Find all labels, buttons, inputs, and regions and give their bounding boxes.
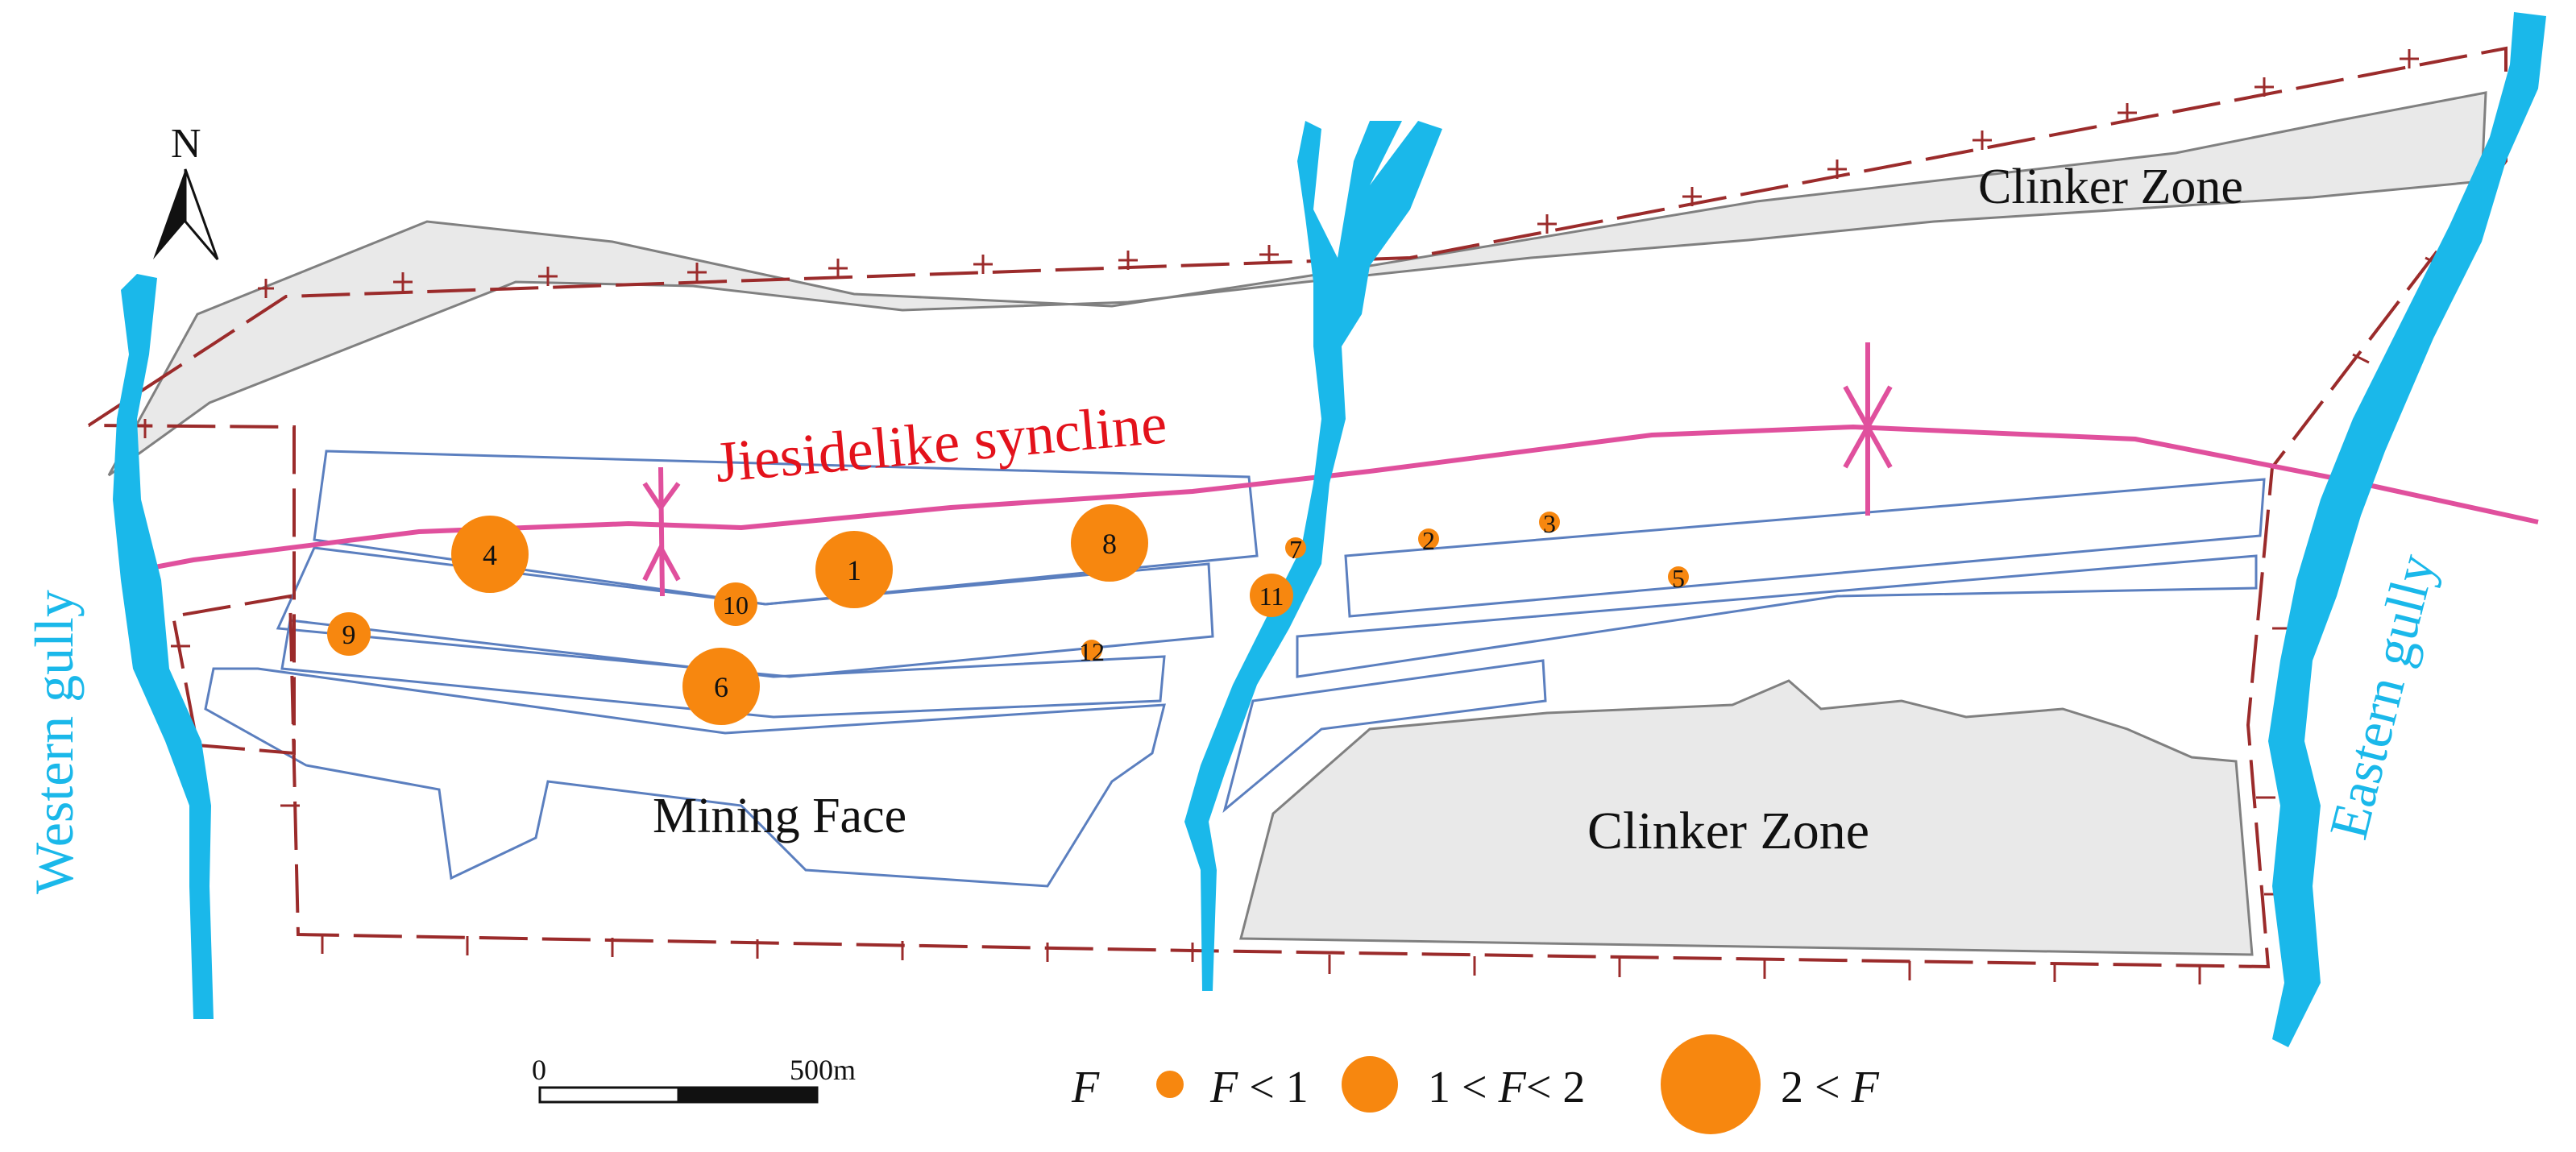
- clinker-zone-north-label: Clinker Zone: [1978, 160, 2243, 214]
- mining-face-outlines: [204, 450, 2266, 888]
- point-marker: 8: [1071, 504, 1148, 582]
- legend-symbol-large: [1661, 1034, 1761, 1134]
- point-marker: 4: [451, 516, 529, 593]
- point-label: 9: [342, 620, 356, 650]
- legend: F F < 1 1 < F< 2 2 < F: [1071, 1034, 1880, 1134]
- north-label: N: [171, 121, 201, 167]
- north-arrow-icon: [153, 169, 185, 259]
- legend-symbol-medium: [1342, 1056, 1398, 1113]
- scale-end-label: 500m: [790, 1054, 856, 1086]
- point-marker: 11: [1250, 574, 1293, 617]
- point-marker: 10: [714, 582, 757, 626]
- point-marker: 12: [1079, 637, 1105, 666]
- syncline-axis: [120, 342, 2539, 597]
- legend-item-large: 2 < F: [1781, 1063, 1880, 1113]
- clinker-zone-north-area: [107, 91, 2487, 477]
- point-label: 3: [1543, 509, 1556, 538]
- point-marker: 1: [815, 531, 893, 608]
- north-arrow: N: [153, 121, 219, 260]
- point-label: 10: [723, 591, 749, 620]
- point-label: 7: [1289, 535, 1302, 564]
- western-gully-channel: [113, 274, 214, 1019]
- point-label: 2: [1422, 526, 1435, 555]
- gullies: [113, 12, 2546, 1047]
- legend-title: F: [1071, 1063, 1100, 1113]
- clinker-zone-south-label: Clinker Zone: [1587, 802, 1869, 860]
- point-label: 1: [847, 554, 861, 586]
- point-label: 4: [483, 539, 497, 571]
- clinker-zone-south-area: [1239, 679, 2254, 956]
- point-label: 8: [1102, 528, 1117, 560]
- boundary-tick-marks: [143, 49, 2525, 984]
- syncline-label: Jiesidelike syncline: [712, 391, 1169, 495]
- western-gully-label: Western gully: [23, 590, 85, 894]
- point-marker: 2: [1418, 526, 1439, 555]
- point-marker: 3: [1539, 509, 1560, 538]
- central-gully-channel: [1184, 121, 1442, 991]
- scale-start-label: 0: [532, 1054, 546, 1086]
- scale-bar: 0 500m: [532, 1054, 856, 1104]
- legend-symbol-small: [1156, 1071, 1184, 1098]
- mining-face-label: Mining Face: [653, 789, 906, 843]
- point-label: 5: [1672, 564, 1685, 593]
- point-marker: 5: [1668, 564, 1689, 593]
- point-label: 11: [1259, 582, 1284, 611]
- sample-points: 1 2 3 4 5 6 7 8 9 10 11 12: [327, 504, 1689, 725]
- point-marker: 6: [682, 648, 760, 725]
- point-marker: 9: [327, 612, 371, 656]
- mine-field-boundary: [87, 46, 2525, 984]
- legend-item-medium: 1 < F< 2: [1428, 1063, 1585, 1113]
- point-label: 6: [714, 671, 728, 703]
- eastern-gully-channel: [2268, 12, 2546, 1047]
- point-label: 12: [1079, 637, 1105, 666]
- legend-item-small: F < 1: [1209, 1063, 1309, 1113]
- point-marker: 7: [1285, 535, 1306, 564]
